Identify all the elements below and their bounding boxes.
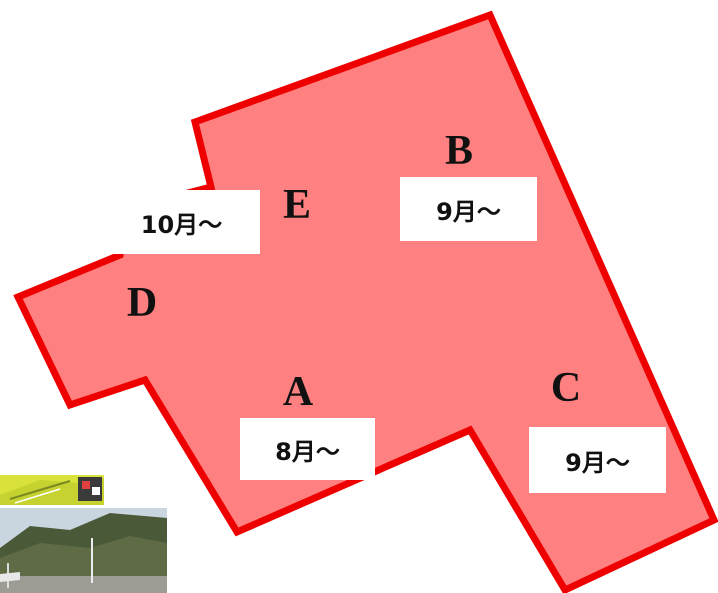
zone-label-d: D bbox=[126, 280, 158, 326]
zone-e-start-month: 10月～ bbox=[103, 190, 260, 254]
zone-label-e: E bbox=[282, 182, 312, 228]
zone-label-b: B bbox=[444, 128, 474, 174]
zone-label-a: A bbox=[282, 369, 314, 415]
construction-plan-thumbnail bbox=[0, 475, 104, 505]
zone-b-start-month: 9月～ bbox=[400, 177, 537, 241]
zone-c-start-month: 9月～ bbox=[529, 427, 666, 493]
zone-label-c: C bbox=[550, 365, 582, 411]
mountain-site-photo bbox=[0, 508, 167, 593]
construction-area bbox=[13, 10, 718, 593]
zone-a-start-month: 8月～ bbox=[240, 418, 375, 480]
